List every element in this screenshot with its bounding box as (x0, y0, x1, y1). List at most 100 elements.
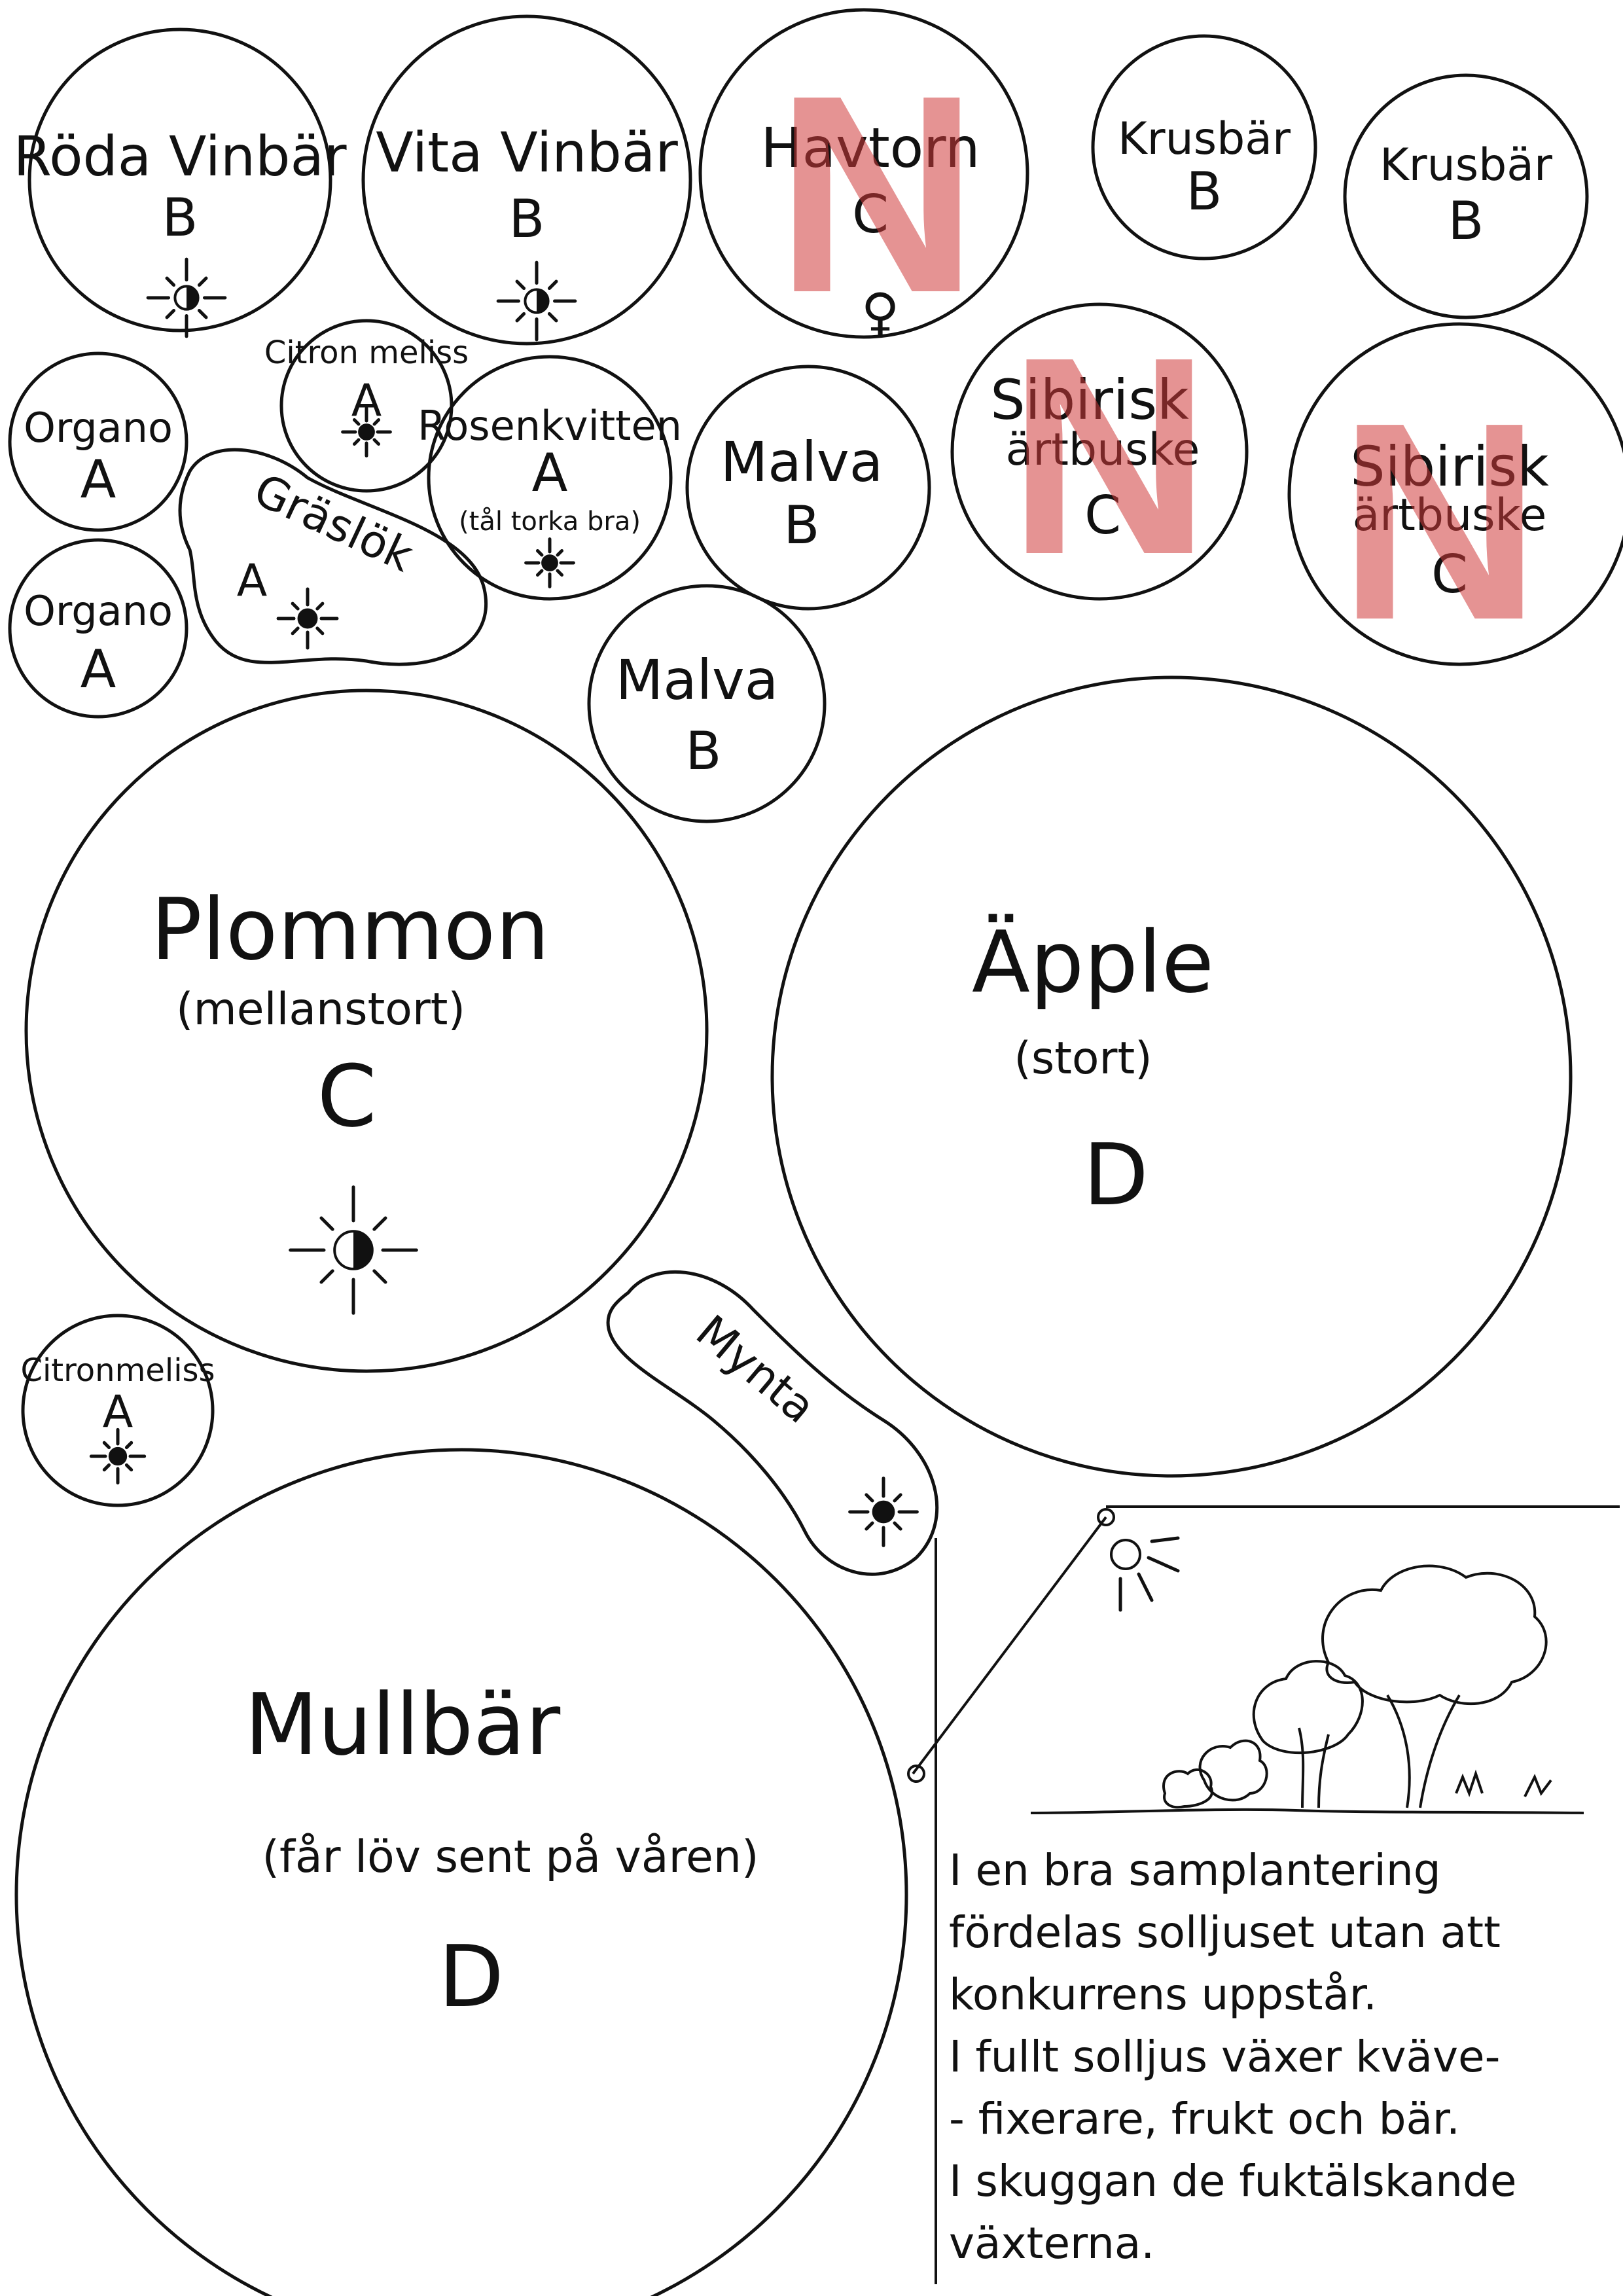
plant-circle (1091, 34, 1317, 260)
plant-malva-2: Malva B (587, 584, 827, 823)
note-line-2: fördelas solljuset utan att (949, 1907, 1501, 1958)
plant-name-line-2: ärtbuske (1353, 490, 1547, 541)
plant-plommon: Plommon (mellanstort) C (24, 689, 709, 1373)
plant-sibirisk-2: Sibirisk ärtbuske C (1287, 322, 1623, 666)
plant-circle (427, 355, 673, 601)
note-line-5: - fixerare, frukt och bär. (949, 2094, 1460, 2144)
note-line-6: I skuggan de fuktälskande (949, 2156, 1517, 2206)
sun-symbols (89, 257, 919, 1547)
full-sun-icon (276, 587, 339, 650)
plant-havtorn: Havtorn C ♀ (698, 8, 1029, 343)
plant-name: Gräslök (246, 464, 421, 583)
plant-rosenkvitten: Rosenkvitten A (tål torka bra) (418, 355, 682, 601)
plant-grade: B (1448, 190, 1484, 251)
plant-citronmeliss-1: Citron meliss A (264, 319, 469, 493)
plant-circle (8, 538, 188, 719)
plant-patch (606, 1270, 939, 1576)
plant-name: Röda Vinbär (13, 124, 346, 188)
note-line-4: I fullt solljus växer kväve- (949, 2032, 1500, 2082)
plant-note: (tål torka bra) (459, 507, 641, 537)
nitrogen-marker-sibirisk-1: N (1008, 299, 1211, 613)
full-sun-icon (89, 1427, 147, 1485)
plant-grade: A (80, 639, 116, 700)
plant-grade: B (509, 188, 545, 249)
plant-name: Malva (721, 430, 883, 494)
half-sun-icon (496, 260, 577, 342)
plant-grade: D (1083, 1125, 1149, 1225)
plant-grade: D (438, 1927, 504, 2026)
plant-name: Plommon (151, 880, 549, 979)
half-sun-icon (289, 1185, 418, 1315)
plant-circle (685, 365, 931, 611)
plant-circle (587, 584, 827, 823)
plant-grade: B (686, 721, 722, 781)
plant-grade: B (784, 495, 820, 556)
plant-krusbar-2: Krusbär B (1343, 73, 1589, 319)
plant-grade: C (1431, 544, 1468, 605)
plant-circle (1343, 73, 1589, 319)
plant-circle (21, 1314, 215, 1507)
plant-grade: C (852, 184, 889, 245)
plant-circle (770, 675, 1573, 1478)
plant-name: Organo (24, 587, 173, 635)
plant-name: Krusbär (1380, 139, 1552, 191)
plant-name: Citronmeliss (20, 1352, 215, 1389)
sun-icon (1110, 1536, 1180, 1612)
plant-grade: C (317, 1047, 377, 1146)
plant-grade: B (162, 187, 198, 248)
plant-circle (27, 27, 332, 332)
plant-circle (361, 14, 692, 346)
pin-top (1097, 1508, 1115, 1526)
plant-malva-1: Malva B (685, 365, 931, 611)
plant-grade: A (532, 442, 568, 503)
plant-apple: Äpple (stort) D (770, 675, 1573, 1478)
note-line-7: växterna. (949, 2218, 1154, 2269)
plant-name: Citron meliss (264, 334, 469, 371)
plant-name: Organo (24, 404, 173, 452)
plant-circle (14, 1448, 908, 2296)
note-panel: I en bra samplantering fördelas solljuse… (907, 1505, 1620, 2284)
plant-grade: A (80, 449, 116, 510)
pin-bottom (907, 1765, 925, 1783)
full-sun-icon (848, 1477, 919, 1547)
plant-name: Vita Vinbär (376, 120, 678, 185)
plant-name: Rosenkvitten (418, 402, 682, 450)
plant-circle (950, 302, 1249, 601)
plant-note: (stort) (1014, 1033, 1152, 1085)
plant-mynta: Mynta (606, 1270, 939, 1576)
nitrogen-markers: N N N (776, 37, 1542, 679)
plant-circle (1287, 322, 1623, 666)
plant-patch (178, 448, 488, 666)
note-line-3: konkurrens uppstår. (949, 1969, 1377, 2020)
plant-name: Mullbär (245, 1675, 561, 1774)
plant-name: Krusbär (1118, 113, 1291, 165)
plant-grade: B (1186, 161, 1222, 222)
plant-sibirisk-1: Sibirisk ärtbuske C (950, 302, 1249, 601)
tree-illustration (1030, 1564, 1584, 1814)
plant-graslok: Gräslök A (178, 448, 488, 666)
full-sun-icon (524, 537, 575, 588)
half-sun-icon (146, 257, 227, 338)
note-line-1: I en bra samplantering (949, 1845, 1441, 1895)
plant-mullbar: Mullbär (får löv sent på våren) D (14, 1448, 908, 2296)
nitrogen-marker-havtorn: N (776, 37, 979, 351)
plant-circle (24, 689, 709, 1373)
plant-krusbar-1: Krusbär B (1091, 34, 1317, 260)
plant-vita-vinbar: Vita Vinbär B (361, 14, 692, 346)
plant-grade: C (1084, 485, 1121, 546)
female-symbol: ♀ (861, 282, 900, 343)
plant-name-line-2: ärtbuske (1006, 424, 1200, 476)
nitrogen-marker-sibirisk-2: N (1338, 365, 1542, 679)
plant-name-line-1: Sibirisk (1350, 435, 1549, 499)
plant-organo-1: Organo A (8, 351, 188, 532)
plant-circle (8, 351, 188, 532)
plant-organo-2: Organo A (8, 538, 188, 719)
sun-ray-line (912, 1516, 1107, 1775)
plant-name: Äpple (972, 912, 1214, 1012)
plant-name: Havtorn (761, 116, 980, 180)
plant-grade: A (237, 555, 268, 607)
plant-circle (698, 8, 1029, 339)
plant-note: (får löv sent på våren) (262, 1831, 759, 1883)
full-sun-icon (341, 406, 392, 457)
